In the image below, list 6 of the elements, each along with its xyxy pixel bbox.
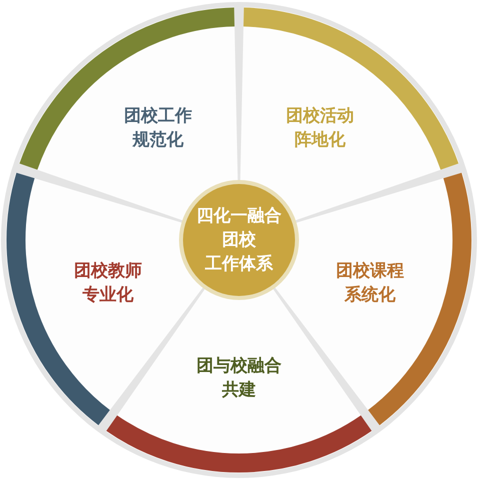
segment-label: 团与校融合共建 (196, 355, 282, 402)
segment-label: 团校活动阵地化 (285, 105, 356, 152)
segment-label: 团校课程系统化 (335, 260, 406, 307)
center-title: 四化一融合团校工作体系 (196, 205, 282, 276)
segment-label: 团校教师专业化 (72, 260, 143, 307)
segment-label: 团校工作规范化 (122, 105, 193, 152)
